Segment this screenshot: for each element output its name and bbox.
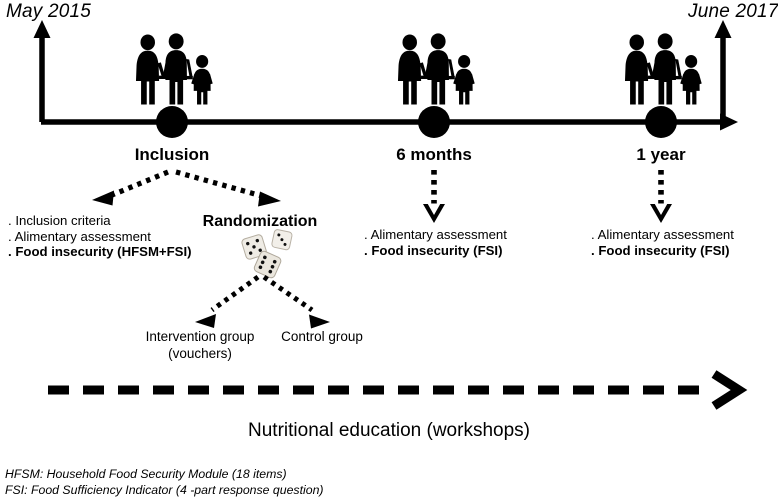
milestone-dot-one-year bbox=[645, 106, 677, 138]
arm-label-control: Control group bbox=[281, 329, 363, 346]
milestone-dot-inclusion bbox=[156, 106, 188, 138]
milestone-dots bbox=[156, 106, 677, 138]
milestone-label-inclusion: Inclusion bbox=[134, 145, 210, 164]
assessment-line: . Alimentary assessment bbox=[8, 228, 151, 244]
timeline-end-date: June 2017 bbox=[688, 1, 778, 22]
assessment-line: . Food insecurity (HFSM+FSI) bbox=[8, 244, 192, 260]
six-months-dotted-arrow bbox=[423, 170, 445, 223]
assessment-block-inclusion: . Inclusion criteria . Alimentary assess… bbox=[8, 213, 192, 260]
timeline-start-date: May 2015 bbox=[6, 1, 92, 22]
nutritional-education-arrow bbox=[48, 370, 748, 410]
inclusion-branch-arrows bbox=[92, 169, 281, 207]
arm-label-line1: Control group bbox=[281, 329, 363, 344]
milestone-label-six-months: 6 months bbox=[396, 145, 472, 164]
nutritional-education-caption: Nutritional education (workshops) bbox=[248, 420, 530, 441]
assessment-line: . Food insecurity (FSI) bbox=[591, 242, 730, 258]
milestone-dot-six-months bbox=[418, 106, 450, 138]
assessment-line: . Food insecurity (FSI) bbox=[364, 242, 503, 258]
family-icon-inclusion bbox=[135, 33, 213, 105]
assessment-line: . Alimentary assessment bbox=[591, 227, 734, 242]
footnote-fsi: FSI: Food Sufficiency Indicator (4 -part… bbox=[5, 483, 324, 497]
family-icon-six-months bbox=[397, 33, 475, 105]
arm-label-line1: Intervention group bbox=[145, 329, 255, 344]
arm-label-intervention: Intervention group (vouchers) bbox=[146, 329, 255, 363]
arm-label-line2: (vouchers) bbox=[168, 345, 232, 361]
assessment-block-one-year: . Alimentary assessment . Food insecurit… bbox=[591, 227, 734, 258]
family-icon-one-year bbox=[624, 33, 702, 105]
randomization-label: Randomization bbox=[202, 213, 318, 230]
one-year-dotted-arrow bbox=[650, 170, 672, 223]
assessment-block-six-months: . Alimentary assessment . Food insecurit… bbox=[364, 227, 507, 258]
assessment-line: . Alimentary assessment bbox=[364, 227, 507, 242]
assessment-line: . Inclusion criteria bbox=[8, 213, 111, 228]
dice-icon bbox=[241, 229, 293, 279]
footnote-hfsm: HFSM: Household Food Security Module (18… bbox=[5, 467, 287, 481]
milestone-label-one-year: 1 year bbox=[636, 145, 686, 164]
randomization-branch-arrows bbox=[195, 274, 330, 329]
timeline-axis bbox=[33, 20, 738, 131]
